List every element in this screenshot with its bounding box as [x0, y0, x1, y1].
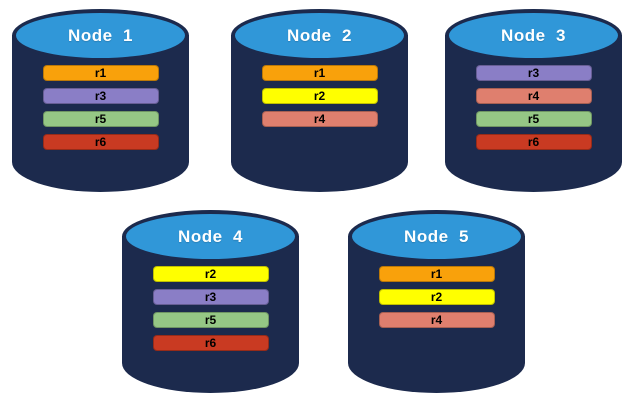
replica-bar-r2: r2: [378, 289, 495, 305]
replica-bar-r5: r5: [475, 111, 592, 127]
node-title: Node 2: [287, 25, 352, 45]
database-cylinder-top-icon: Node 5: [348, 210, 525, 263]
database-cylinder-top-icon: Node 4: [122, 210, 299, 263]
replica-list: r1 r3 r5 r6: [42, 65, 159, 157]
replica-bar-r4: r4: [261, 111, 378, 127]
replica-list: r1 r2 r4: [261, 65, 378, 134]
replica-bar-r5: r5: [152, 312, 269, 328]
node-5-cylinder: Node 5 r1 r2 r4: [348, 210, 525, 393]
replica-bar-r2: r2: [261, 88, 378, 104]
replica-bar-r5: r5: [42, 111, 159, 127]
replica-bar-r6: r6: [42, 134, 159, 150]
replica-bar-r6: r6: [152, 335, 269, 351]
database-cylinder-top-icon: Node 3: [445, 9, 622, 62]
node-title: Node 5: [404, 226, 469, 246]
node-3-cylinder: Node 3 r3 r4 r5 r6: [445, 9, 622, 192]
node-title: Node 4: [178, 226, 243, 246]
replica-list: r3 r4 r5 r6: [475, 65, 592, 157]
replica-bar-r6: r6: [475, 134, 592, 150]
replica-bar-r3: r3: [42, 88, 159, 104]
replica-bar-r1: r1: [42, 65, 159, 81]
node-title: Node 3: [501, 25, 566, 45]
replica-bar-r1: r1: [378, 266, 495, 282]
replica-bar-r4: r4: [475, 88, 592, 104]
replica-list: r1 r2 r4: [378, 266, 495, 335]
node-2-cylinder: Node 2 r1 r2 r4: [231, 9, 408, 192]
replica-bar-r4: r4: [378, 312, 495, 328]
database-cylinder-top-icon: Node 2: [231, 9, 408, 62]
replica-bar-r2: r2: [152, 266, 269, 282]
replica-bar-r1: r1: [261, 65, 378, 81]
database-cylinder-top-icon: Node 1: [12, 9, 189, 62]
replica-list: r2 r3 r5 r6: [152, 266, 269, 358]
replica-bar-r3: r3: [152, 289, 269, 305]
node-4-cylinder: Node 4 r2 r3 r5 r6: [122, 210, 299, 393]
replica-bar-r3: r3: [475, 65, 592, 81]
node-1-cylinder: Node 1 r1 r3 r5 r6: [12, 9, 189, 192]
node-title: Node 1: [68, 25, 133, 45]
